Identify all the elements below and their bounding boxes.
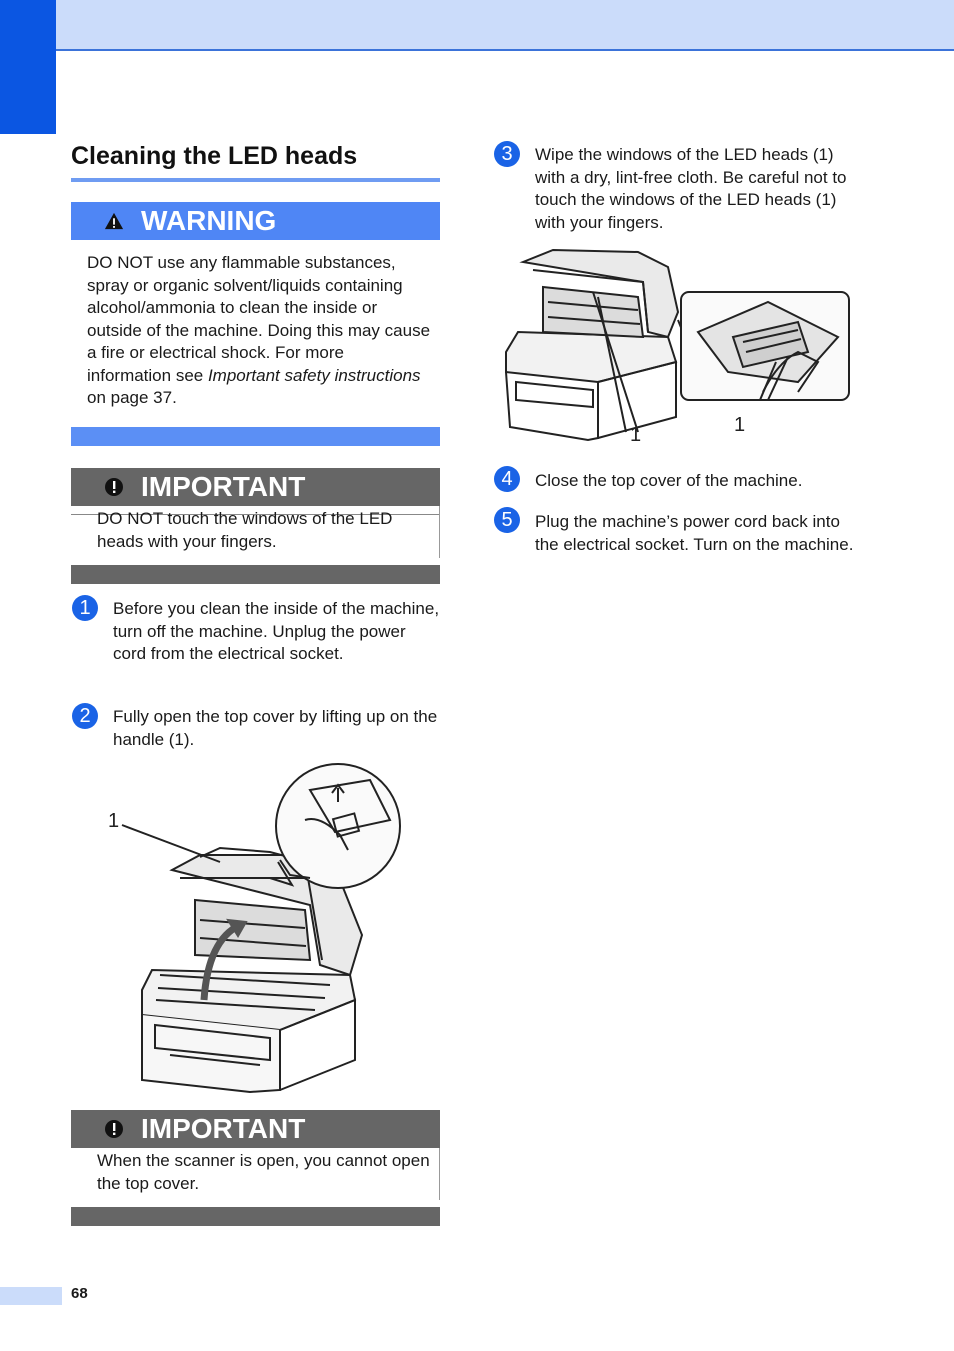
important-footer-bar: [71, 565, 440, 584]
important-text: DO NOT touch the windows of the LED head…: [97, 509, 393, 551]
step-4-text: Close the top cover of the machine.: [535, 471, 803, 490]
important-footer-bar-2: [71, 1207, 440, 1226]
important-side-line: [439, 506, 440, 558]
chapter-tab: [0, 0, 56, 134]
led-head-wipe-illustration: [498, 242, 853, 447]
step-5-text: Plug the machine’s power cord back into …: [535, 512, 854, 554]
step-number-2: 2: [72, 703, 98, 729]
warning-footer-bar: [71, 427, 440, 446]
step-3-text: Wipe the windows of the LED heads (1) wi…: [535, 145, 847, 232]
safety-instructions-ref: Important safety instructions: [207, 365, 421, 385]
step-number-5: 5: [494, 507, 520, 533]
important-divider: [71, 514, 440, 515]
important-banner: IMPORTANT: [71, 468, 440, 506]
led-head-callout-left: 1: [630, 424, 642, 446]
page-number: 68: [71, 1285, 88, 1302]
handle-callout-1: 1: [108, 810, 120, 832]
important-label: IMPORTANT: [141, 471, 306, 502]
important-text-2: When the scanner is open, you cannot ope…: [97, 1151, 430, 1193]
important-label-2: IMPORTANT: [141, 1113, 306, 1144]
step-2-text: Fully open the top cover by lifting up o…: [113, 707, 438, 749]
warning-banner: WARNING: [71, 202, 440, 240]
important-banner-2: IMPORTANT: [71, 1110, 440, 1148]
section-title-underline: [71, 178, 440, 182]
page-number-tab: [0, 1287, 62, 1305]
important-side-line-2: [439, 1148, 440, 1200]
section-title: Cleaning the LED heads: [71, 142, 358, 170]
warning-triangle-icon: [104, 211, 124, 231]
warning-text: DO NOT use any flammable substances, spr…: [87, 253, 431, 407]
led-head-callout-right: 1: [734, 414, 746, 436]
exclamation-circle-icon: [104, 1119, 124, 1139]
header-band: [0, 0, 954, 51]
step-number-4: 4: [494, 466, 520, 492]
step-1-text: Before you clean the inside of the machi…: [113, 599, 440, 663]
exclamation-circle-icon: [104, 477, 124, 497]
step-number-1: 1: [72, 595, 98, 621]
warning-label: WARNING: [141, 205, 277, 236]
printer-open-cover-illustration: [100, 760, 410, 1096]
step-number-3: 3: [494, 141, 520, 167]
